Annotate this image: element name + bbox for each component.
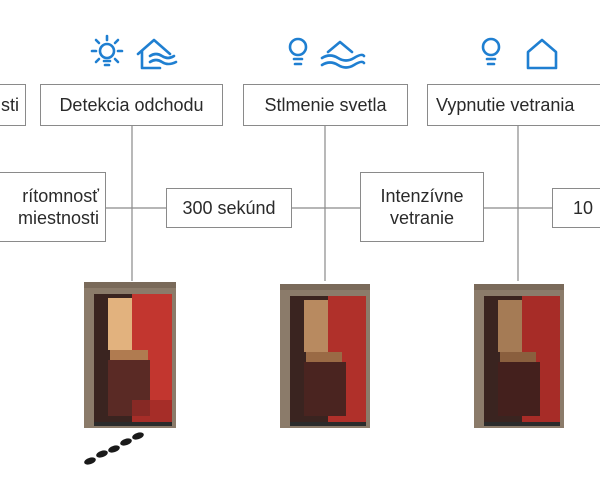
mode-box-intense-ventilation: Intenzívne vetranie — [360, 172, 484, 242]
bulb-icon — [288, 37, 308, 66]
delay-label: 300 sekúnd — [182, 198, 276, 218]
delay-box: 300 sekúnd — [166, 188, 292, 228]
bulb-icon — [481, 37, 501, 66]
step-label: sti — [1, 95, 19, 115]
step-box-dim-light: Stlmenie svetla — [243, 84, 408, 126]
phone-booth-lit — [84, 282, 176, 428]
condition-box-presence: rítomnosť miestnosti — [0, 172, 106, 242]
step-label: Detekcia odchodu — [59, 95, 204, 115]
condition-label: miestnosti — [17, 208, 99, 228]
step-box-cut-left: sti — [0, 84, 26, 126]
sun-bulb-icon — [90, 34, 124, 67]
step-label: Stlmenie svetla — [264, 95, 387, 115]
condition-label: rítomnosť — [22, 186, 99, 206]
step-box-leave-detection: Detekcia odchodu — [40, 84, 223, 126]
delay-box-cut-right: 10 — [552, 188, 600, 228]
mode-label: vetranie — [389, 208, 455, 228]
house-waves-icon — [136, 38, 178, 70]
step-label: Vypnutie vetrania — [436, 95, 575, 115]
house-icon — [526, 38, 558, 70]
mode-label: Intenzívne — [380, 186, 464, 206]
step-box-ventilation-off: Vypnutie vetrania — [427, 84, 600, 126]
phone-booth-dim — [280, 284, 370, 428]
footprints-icon — [84, 432, 144, 465]
phone-booth-off — [474, 284, 564, 428]
waves-icon — [320, 40, 366, 69]
delay-label: 10 — [573, 198, 594, 218]
